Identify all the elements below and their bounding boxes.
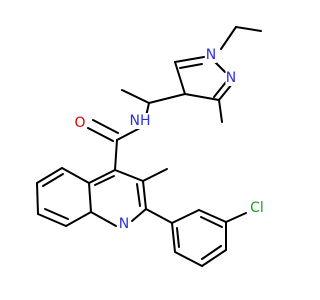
atom-label: N: [226, 70, 236, 86]
bond: [94, 175, 115, 186]
bond: [200, 216, 223, 228]
bond: [201, 249, 227, 267]
bond: [90, 211, 117, 227]
atom-label: NH: [130, 113, 151, 129]
atom-n-quin: N: [118, 216, 130, 232]
bond: [116, 127, 141, 141]
bond: [92, 119, 119, 134]
bond: [61, 167, 90, 184]
bond: [198, 209, 227, 223]
bond: [174, 61, 186, 95]
atom-cl: Cl: [247, 200, 267, 216]
atom-label: N: [119, 216, 129, 232]
bond: [121, 89, 150, 104]
bond: [171, 209, 200, 224]
atom-label-background: [130, 113, 150, 129]
atom-label-background: [247, 200, 267, 216]
bond: [179, 63, 203, 69]
bond: [213, 81, 227, 98]
atom-n-pyr1: N: [205, 47, 217, 63]
bond: [142, 168, 168, 182]
bond: [37, 213, 67, 227]
atom-label: O: [74, 115, 85, 131]
atom-n-amide: NH: [130, 113, 151, 129]
bond: [65, 211, 92, 227]
bond: [235, 26, 262, 32]
bond: [218, 99, 223, 123]
bond: [174, 56, 205, 63]
bond: [220, 26, 237, 50]
bond: [176, 227, 180, 248]
bond: [225, 212, 247, 223]
bond: [36, 167, 63, 184]
bond: [44, 208, 69, 220]
bond: [136, 183, 141, 207]
atom-label-background: [225, 70, 237, 86]
bond: [171, 222, 176, 253]
bond: [218, 83, 233, 101]
atom-o-amide: O: [74, 115, 86, 131]
atom-label: Cl: [250, 200, 264, 216]
bond: [88, 169, 116, 184]
atom-n-pyr2: N: [225, 70, 237, 86]
atom-label-background: [205, 47, 217, 63]
atom-label-background: [74, 115, 86, 131]
bond: [142, 180, 147, 210]
bond: [114, 139, 118, 171]
bond: [148, 93, 186, 104]
atom-label: N: [206, 47, 216, 63]
bond: [87, 127, 114, 142]
bond: [42, 173, 64, 187]
bond: [174, 251, 203, 267]
bond: [88, 182, 92, 213]
bond: [131, 208, 147, 222]
bond: [114, 169, 144, 182]
bond: [184, 93, 220, 101]
bond: [201, 245, 222, 260]
bond: [36, 182, 39, 215]
bond: [145, 208, 173, 224]
bond-layer: [36, 26, 262, 267]
atom-label-background: [118, 216, 130, 232]
